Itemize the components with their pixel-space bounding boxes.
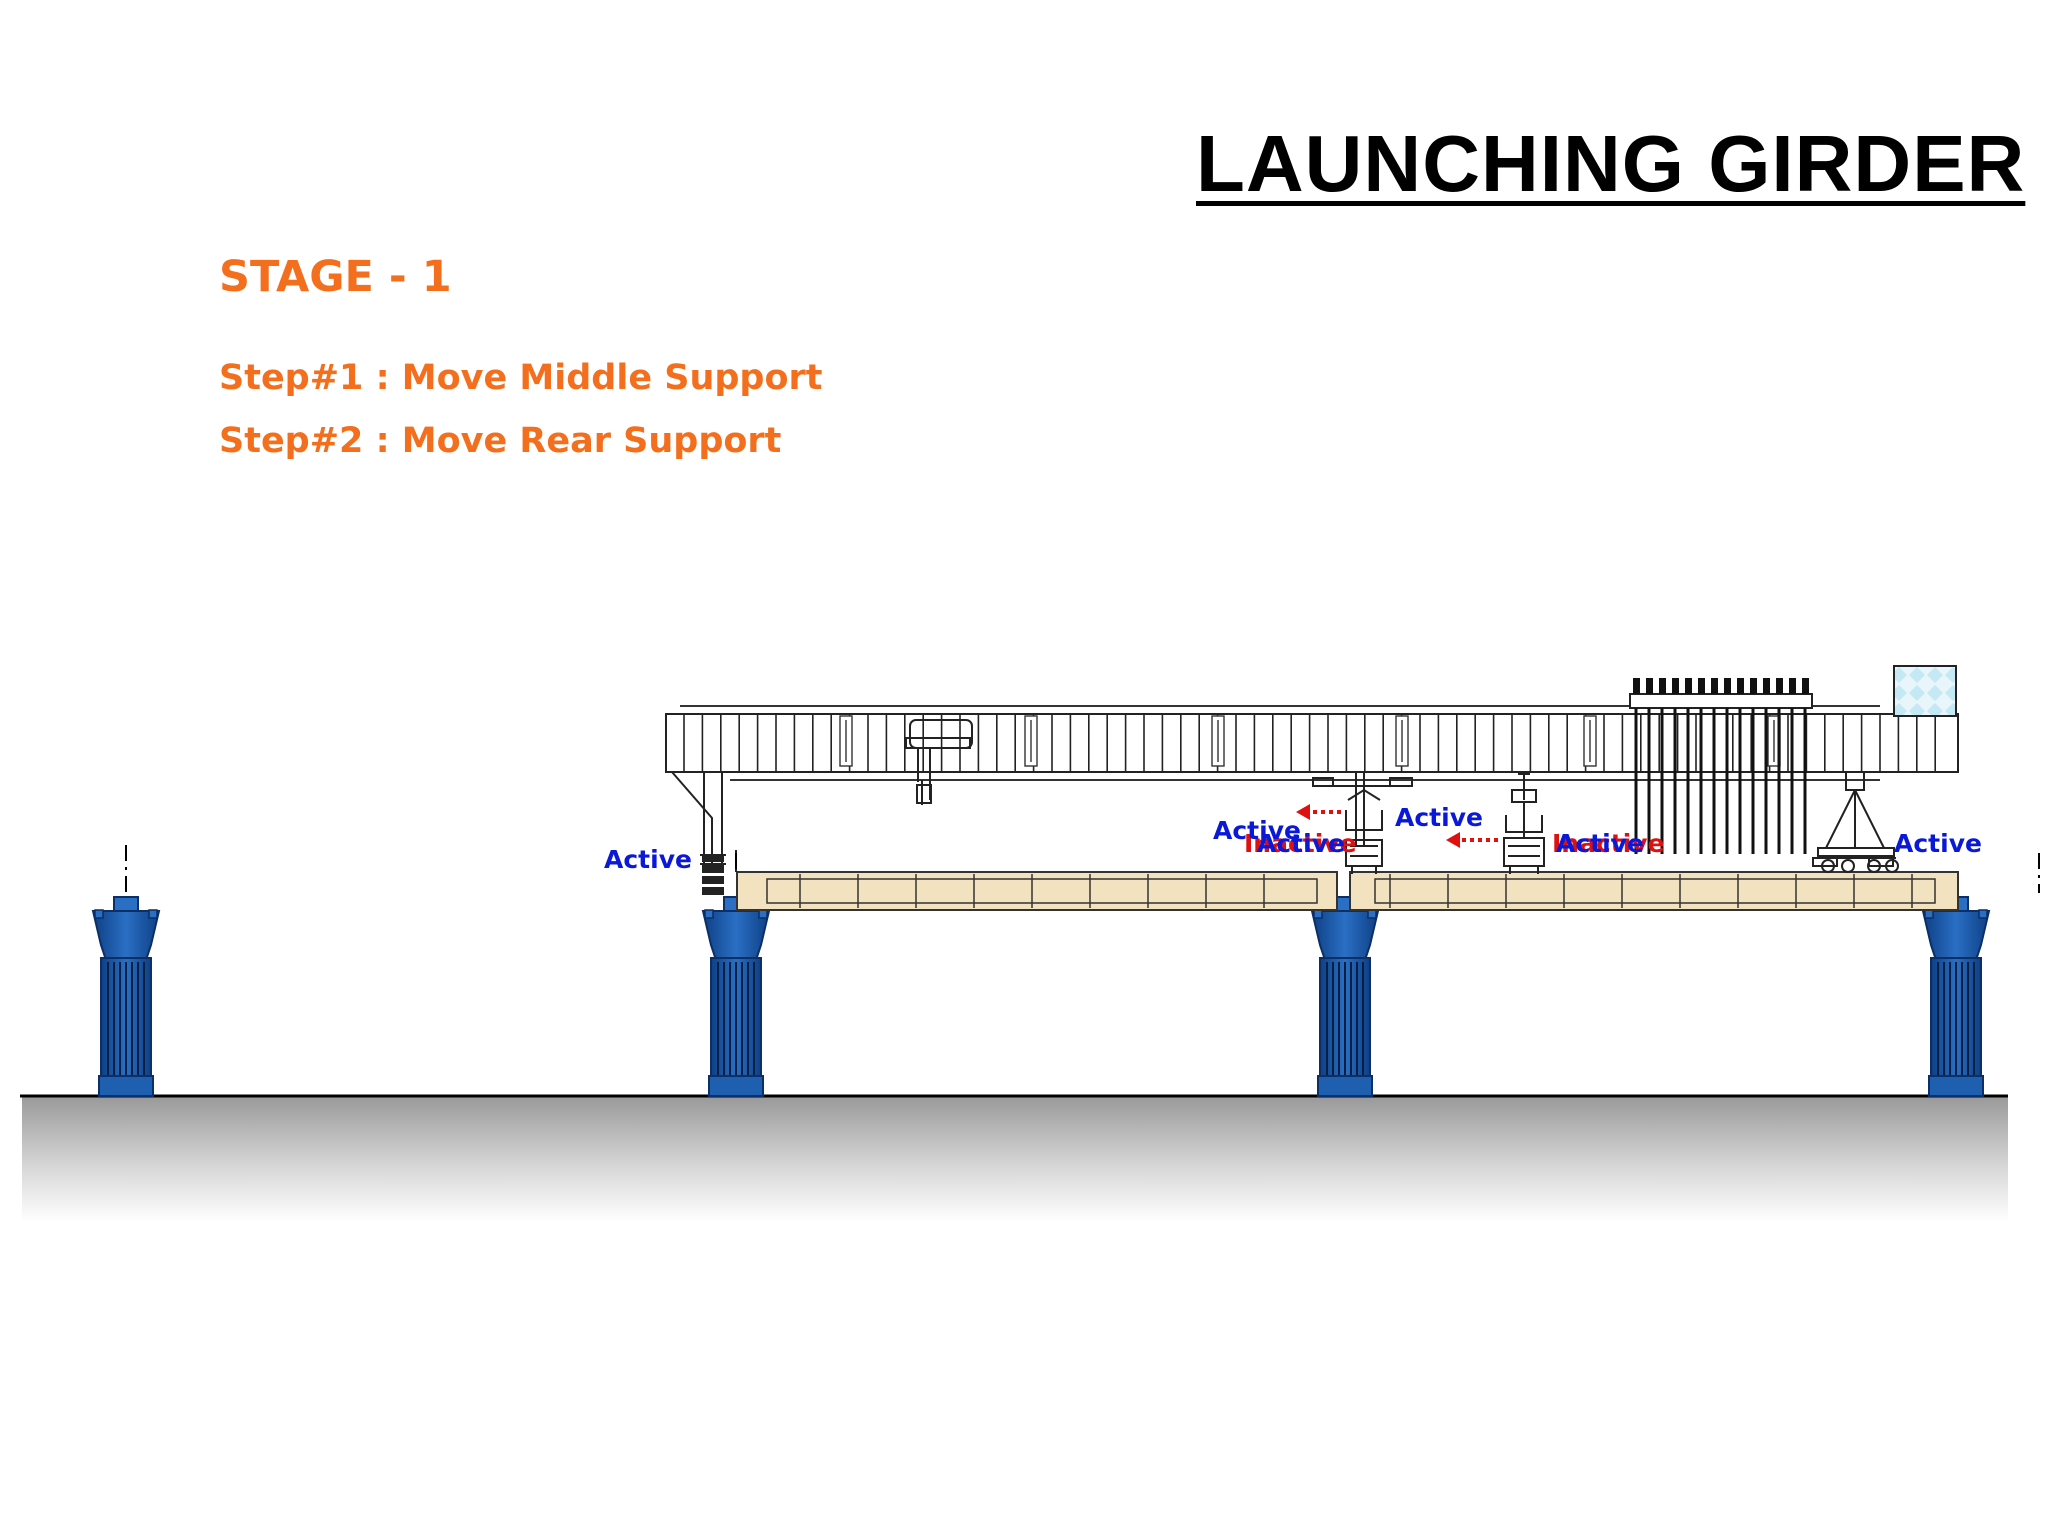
center-lines (125, 845, 2040, 893)
label-inactive-middle: Inactive (1244, 829, 1357, 858)
step-1-text: Step#1 : Move Middle Support (219, 358, 823, 398)
label-active-middle-3: Active (1395, 803, 1483, 832)
trolley-hoist (905, 719, 973, 805)
stage-label: STAGE - 1 (219, 252, 452, 302)
move-arrows (1296, 804, 1500, 848)
deck-segments (736, 871, 1959, 911)
pier-1 (91, 896, 161, 1097)
hanging-rods (1629, 678, 1813, 854)
label-inactive-rear-support: Inactive (1552, 829, 1665, 858)
operator-cabin (1893, 665, 1957, 717)
main-girder (665, 705, 1959, 781)
label-active-middle-1: Active (1213, 816, 1301, 845)
ground (20, 1094, 2008, 1222)
rear-support (671, 771, 737, 895)
status-labels: Active Inactive Active Active Active Ina… (604, 803, 1982, 874)
step-2-text: Step#2 : Move Rear Support (219, 421, 782, 461)
middle-support-front (1312, 772, 1413, 874)
label-active-rear: Active (604, 845, 692, 874)
pier-3 (1310, 896, 1380, 1097)
middle-support-rear (1503, 773, 1545, 874)
front-support (1812, 771, 1899, 873)
pier-4 (1921, 896, 1991, 1097)
pier-2 (701, 896, 771, 1097)
label-active-rear-support: Active (1556, 829, 1644, 858)
piers (91, 896, 1991, 1097)
label-active-middle-2: Active (1257, 829, 1345, 858)
page-title: LAUNCHING GIRDER (1196, 119, 2026, 208)
label-active-front: Active (1894, 829, 1982, 858)
